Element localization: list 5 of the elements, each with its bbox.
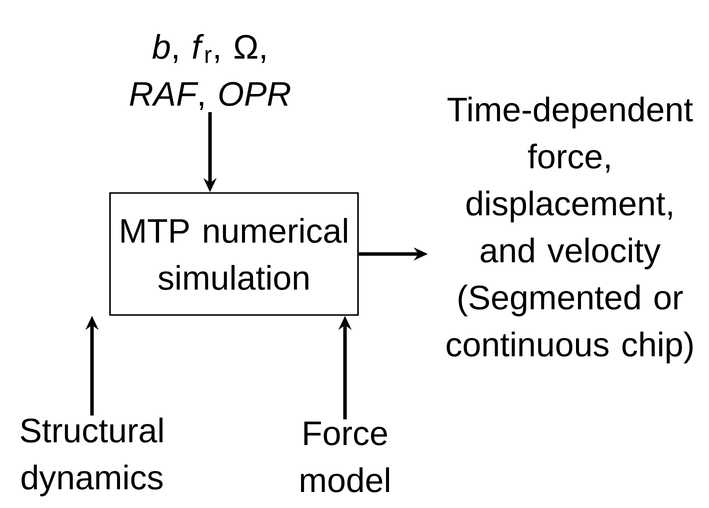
input-text: Structural dynamics <box>20 418 163 496</box>
input-parameters-text: b, f$_{r}$, Ω, RAF, OPR <box>130 34 290 110</box>
output-text: Time-dependent force, displacement, and velocity (Segmented or continuous chip) <box>446 96 693 364</box>
input-text: Force model <box>300 422 390 492</box>
process-box: MTP numerical simulation <box>109 192 359 316</box>
